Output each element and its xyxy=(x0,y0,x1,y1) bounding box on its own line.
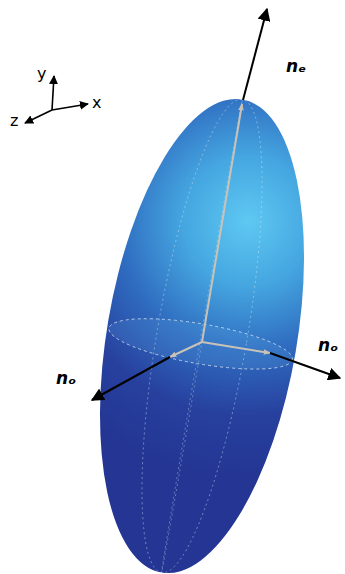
axis-label: y xyxy=(37,66,46,82)
refractive-index-label: nₑ xyxy=(286,58,306,75)
refractive-index-label: nₒ xyxy=(56,370,76,387)
refractive-index-label: nₒ xyxy=(318,337,338,354)
axis-triad xyxy=(25,76,88,123)
optical-axes xyxy=(92,9,340,400)
ellipsoid-body xyxy=(68,83,336,574)
axis-label: x xyxy=(92,95,101,111)
axis-label: z xyxy=(10,113,18,129)
semi-axes xyxy=(170,104,270,357)
